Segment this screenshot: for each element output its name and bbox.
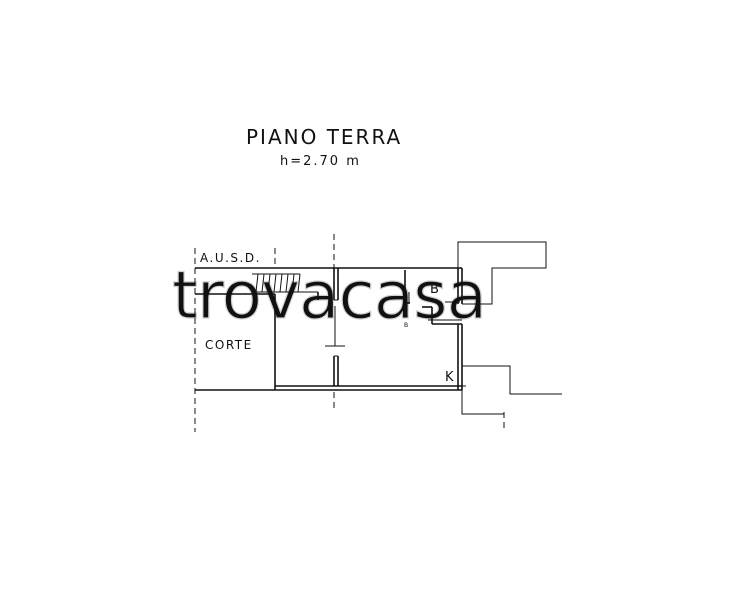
staircase — [252, 273, 319, 300]
kitchen-label: K — [445, 370, 454, 385]
adjacent-building-top — [457, 241, 547, 305]
bathroom-walls — [404, 270, 462, 325]
watermark-text: trovacasa — [172, 257, 486, 334]
adjacent-outline-right — [462, 365, 562, 395]
plan-title: PIANO TERRA — [246, 125, 402, 149]
ausd-label: A.U.S.D. — [200, 251, 261, 265]
main-unit-walls — [275, 268, 462, 391]
fixture-label: B — [404, 322, 408, 329]
courtyard-outline — [195, 267, 462, 391]
ceiling-height: h=2.70 m — [280, 154, 361, 169]
bathroom-label: B — [430, 282, 439, 297]
adjacent-outline-bottom — [461, 390, 504, 415]
corte-label: CORTE — [205, 338, 253, 352]
